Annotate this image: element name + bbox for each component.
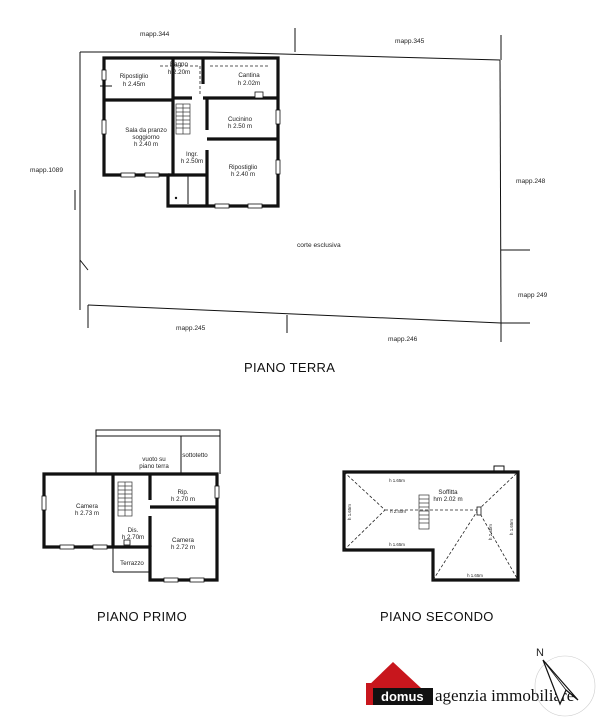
room-ingresso: Ingr. — [186, 151, 198, 158]
room-ripostiglio-2: Ripostiglio — [229, 164, 258, 171]
room-ingresso-height: h 2.50m — [181, 158, 203, 165]
room-rip: Rip. — [177, 489, 188, 496]
yard-label: corte esclusiva — [297, 242, 341, 249]
room-camera-2: Camera — [172, 537, 195, 544]
parcel-mapp344: mapp.344 — [140, 31, 170, 38]
room-camera-1: Camera — [76, 503, 99, 510]
first-stairs — [117, 481, 133, 517]
title-piano-secondo: PIANO SECONDO — [380, 609, 494, 624]
north-arrow-icon: N — [534, 647, 596, 717]
first-floor-plan: vuoto su piano terra sottotetto Camera h… — [41, 429, 221, 583]
room-cantina-height: h 2.02m — [238, 80, 260, 87]
ground-stairs — [175, 103, 191, 135]
soffitta-h-low: h 1.65m — [467, 573, 483, 578]
room-rip-height: h 2.70 m — [171, 496, 195, 503]
soffitta-h-right: h 1.65m — [509, 519, 514, 535]
site-plot: mapp.344 mapp.345 mapp.1089 mapp.248 map… — [30, 28, 548, 343]
first-vuoto-1: vuoto su — [142, 456, 166, 463]
soffitta-h-mid-2: h 2.40m — [488, 524, 493, 540]
logo-tagline: agenzia immobiliare — [435, 686, 574, 705]
parcel-mapp249: mapp 249 — [518, 292, 548, 299]
room-bagno: Bagno — [170, 61, 188, 68]
room-ripostiglio-1-height: h 2.45m — [123, 81, 145, 88]
soffitta-h-mid-1: h 2.40m — [390, 509, 406, 514]
title-piano-primo: PIANO PRIMO — [97, 609, 187, 624]
room-soffitta: Soffitta — [438, 489, 458, 496]
room-camera-2-height: h 2.72 m — [171, 544, 195, 551]
logo-black-bar — [373, 688, 433, 705]
room-cantina: Cantina — [238, 72, 260, 79]
room-bagno-height: h 2.20m — [168, 69, 190, 76]
soffitta-h-left: h 1.65m — [347, 504, 352, 520]
north-label: N — [536, 647, 544, 659]
parcel-mapp248: mapp.248 — [516, 178, 546, 185]
parcel-mapp1089: mapp.1089 — [30, 167, 63, 174]
second-floor-plan: Soffitta hm 2.02 m h 1.65m h 1.65m h 1.6… — [342, 465, 520, 582]
room-soffitta-height: hm 2.02 m — [433, 496, 462, 503]
logo-brand-name: domus — [381, 689, 424, 704]
parcel-mapp245: mapp.245 — [176, 325, 206, 332]
logo-roof-icon — [366, 662, 421, 688]
soffitta-h-top: h 1.65m — [389, 478, 405, 483]
room-sala-height: h 2.40 m — [134, 141, 158, 148]
ground-floor-plan: Ripostiglio h 2.45m Bagno h 2.20m Cantin… — [100, 56, 281, 209]
room-terrazzo: Terrazzo — [120, 560, 144, 567]
room-camera-1-height: h 2.73 m — [75, 510, 99, 517]
first-sottotetto: sottotetto — [182, 452, 208, 459]
second-stairs — [418, 494, 430, 530]
room-cucinino: Cucinino — [228, 116, 253, 123]
parcel-mapp345: mapp.345 — [395, 38, 425, 45]
room-cucinino-height: h 2.50 m — [228, 123, 252, 130]
domus-logo: domus agenzia immobiliare — [366, 662, 574, 705]
room-disimpegno: Dis. — [128, 527, 139, 534]
room-ripostiglio-1: Ripostiglio — [120, 73, 149, 80]
first-vuoto-2: piano terra — [139, 463, 169, 470]
title-piano-terra: PIANO TERRA — [244, 360, 335, 375]
room-sala: Sala da pranzo — [125, 127, 167, 134]
room-ripostiglio-2-height: h 2.40 m — [231, 171, 255, 178]
room-sala-2: soggiorno — [132, 134, 160, 141]
room-disimpegno-height: h 2.70m — [122, 534, 144, 541]
soffitta-h-bottom: h 1.65m — [389, 542, 405, 547]
parcel-mapp246: mapp.246 — [388, 336, 418, 343]
